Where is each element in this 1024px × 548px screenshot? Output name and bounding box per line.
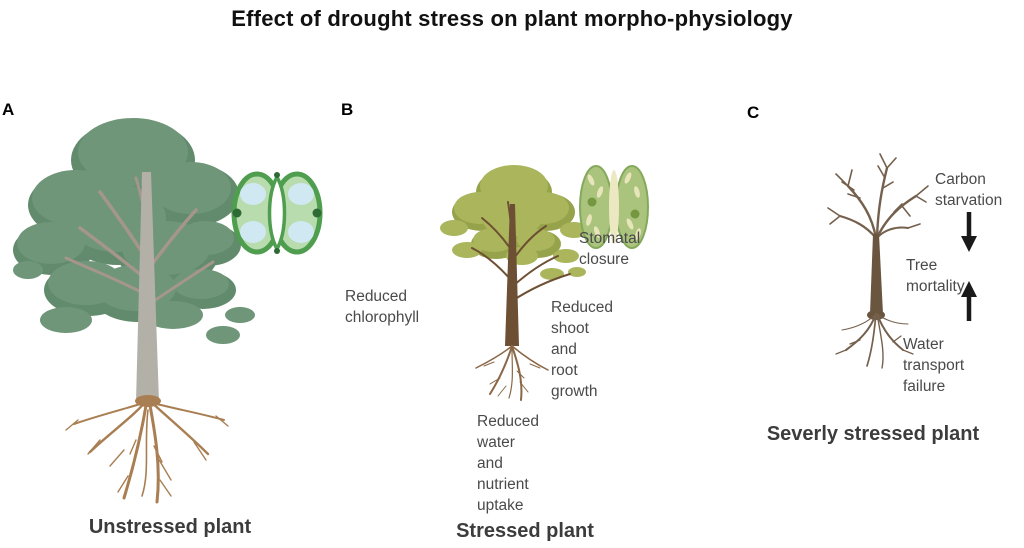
label-water-transport-failure: Water transport failure — [903, 336, 965, 395]
stressed-roots — [475, 345, 549, 401]
healthy-canopy — [13, 118, 255, 344]
label-reduced-shoot-root-growth: Reduced shoot and root growth — [551, 299, 614, 400]
panel-c-caption: Severly stressed plant — [766, 423, 980, 445]
healthy-roots — [65, 395, 229, 504]
label-stomatal-closure: Stomatal closure — [579, 230, 641, 268]
figure-title: Effect of drought stress on plant morpho… — [231, 6, 793, 31]
healthy-tree-illustration — [13, 118, 255, 504]
closed-stoma-icon — [579, 165, 649, 249]
arrow-down-icon — [961, 212, 977, 252]
label-reduced-water-nutrient-uptake: Reduced water and nutrient uptake — [477, 413, 540, 514]
panel-a-caption: Unstressed plant — [88, 516, 252, 538]
open-stoma-icon — [231, 171, 323, 255]
panel-a-letter: A — [2, 100, 15, 119]
dead-trunk — [870, 234, 883, 314]
healthy-trunk — [136, 172, 159, 402]
label-carbon-starvation: Carbon starvation — [935, 171, 1003, 209]
dead-roots — [835, 310, 914, 369]
panel-b-letter: B — [341, 100, 354, 119]
label-tree-mortality: Tree mortality — [906, 257, 965, 295]
stressed-trunk — [505, 204, 519, 346]
arrow-up-icon — [961, 281, 977, 321]
panel-b-caption: Stressed plant — [456, 520, 594, 542]
dead-branches — [827, 153, 929, 240]
panel-c-letter: C — [747, 103, 760, 122]
dead-tree-illustration — [827, 153, 929, 369]
stressed-tree-illustration — [440, 165, 588, 401]
stressed-canopy — [440, 165, 588, 280]
label-reduced-chlorophyll: Reduced chlorophyll — [345, 288, 420, 326]
